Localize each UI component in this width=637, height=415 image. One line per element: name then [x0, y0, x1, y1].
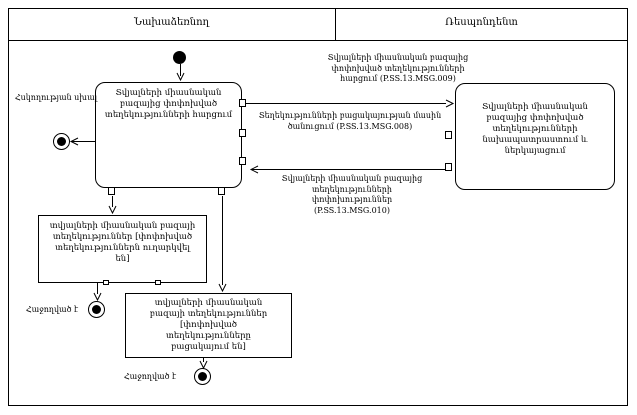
state-info-absent: տվյալների միասնական բազայի տեղեկությունն…	[125, 293, 292, 358]
activity-request-label: Տվյալների միասնական բազայից փոփոխված տեղ…	[104, 88, 233, 120]
final-node-dot	[92, 305, 101, 314]
final-node-control-error	[53, 133, 70, 150]
edge-msg010	[252, 169, 446, 170]
output-pin-notification	[445, 131, 452, 139]
final-node-success-bottom	[194, 368, 211, 385]
arrowhead-left-icon	[249, 165, 259, 174]
lane-header-band	[8, 8, 628, 41]
input-pin-notification	[239, 129, 246, 137]
lane-title-initiator: Նախաձեռնող	[134, 17, 209, 28]
final-node-dot	[198, 372, 207, 381]
lane-title-respondent: Ռեսպոնդենտ	[445, 17, 518, 28]
activity-prepare-present-info: Տվյալների միասնական բազայից փոփոխված տեղ…	[455, 83, 615, 190]
edge-to-state-absent	[222, 196, 223, 285]
edge-absent-to-final	[203, 358, 204, 362]
diagram-frame	[8, 8, 628, 406]
state-info-sent-label: տվյալների միասնական բազայի տեղեկությունն…	[49, 221, 196, 264]
edge-control-error	[72, 141, 95, 142]
state-sent-pin-2	[155, 280, 161, 285]
output-pin-state-absent	[218, 187, 225, 195]
output-pin-changes	[445, 163, 452, 171]
arrowhead-left-icon	[69, 137, 79, 146]
success-left-label: Հաջողված է	[25, 305, 79, 314]
final-node-dot	[57, 137, 66, 146]
edge-label-msg008: Տեղեկությունների բացակայության մասին ծան…	[258, 111, 442, 131]
control-error-label: Հսկողության սխալ	[14, 93, 98, 102]
arrowhead-down-icon	[176, 72, 185, 82]
output-pin-state-sent	[108, 187, 115, 195]
lane-divider	[335, 8, 336, 41]
arrowhead-down-icon	[218, 283, 227, 293]
success-bottom-label: Հաջողված է	[123, 372, 177, 381]
edge-sent-to-final	[97, 283, 98, 294]
arrowhead-right-icon	[445, 99, 455, 108]
input-pin-changes	[239, 157, 246, 165]
output-pin-request	[239, 99, 246, 107]
arrowhead-down-icon	[108, 205, 117, 215]
edge-to-state-sent	[112, 196, 113, 207]
state-sent-pin-1	[103, 280, 109, 285]
state-info-absent-label: տվյալների միասնական բազայի տեղեկությունն…	[149, 298, 268, 352]
edge-msg009	[246, 103, 446, 104]
state-info-sent: տվյալների միասնական բազայի տեղեկությունն…	[38, 215, 207, 283]
edge-label-msg010: Տվյալների միասնական բազայից տեղեկություն…	[281, 174, 423, 215]
activity-request-changed-info: Տվյալների միասնական բազայից փոփոխված տեղ…	[95, 82, 242, 188]
arrowhead-down-icon	[93, 292, 102, 302]
final-node-success-left	[88, 301, 105, 318]
initial-node	[173, 51, 186, 64]
edge-start-to-request	[180, 64, 181, 76]
activity-prepare-label: Տվյալների միասնական բազայից փոփոխված տեղ…	[482, 102, 588, 156]
edge-label-msg009: Տվյալների միասնական բազայից փոփոխված տեղ…	[327, 53, 469, 83]
